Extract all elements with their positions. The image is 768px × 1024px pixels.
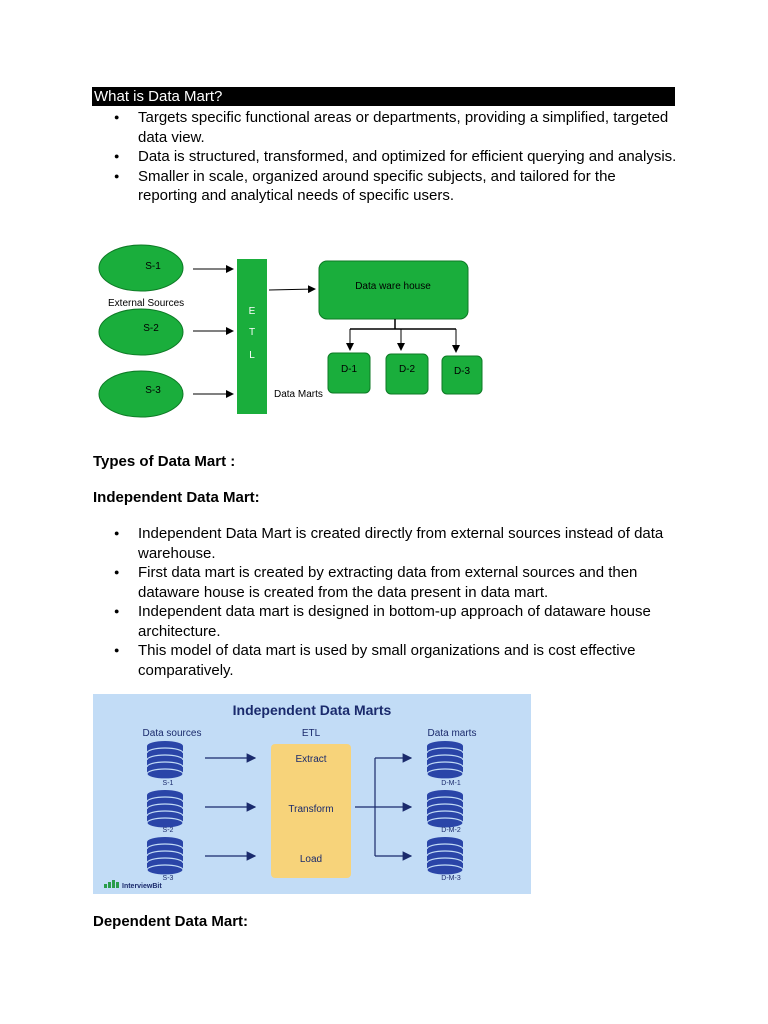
data-mart-label-d3: D-3: [454, 366, 471, 377]
independent-bullet-list: Independent Data Mart is created directl…: [92, 524, 678, 680]
data-mart-label-d1: D-1: [341, 364, 358, 375]
database-icon: [146, 740, 184, 780]
data-mart-box-d3: [441, 355, 483, 395]
database-icon: [146, 836, 184, 876]
brand-logo-text: InterviewBit: [122, 883, 162, 890]
list-item: Targets specific functional areas or dep…: [92, 108, 678, 147]
list-item: This model of data mart is used by small…: [92, 641, 678, 680]
etl-letter-e: E: [249, 306, 256, 317]
data-mart-architecture-diagram: S-1 External Sources S-2 S-3 E T L Data …: [98, 244, 483, 418]
data-warehouse-label: Data ware house: [355, 281, 431, 292]
data-warehouse-box: [318, 260, 469, 320]
source-label-s3: S-3: [163, 875, 174, 882]
list-item: Independent data mart is designed in bot…: [92, 602, 678, 641]
diagram-title: Independent Data Marts: [233, 702, 392, 718]
etl-box: [271, 744, 351, 878]
list-item: Data is structured, transformed, and opt…: [92, 147, 678, 167]
data-marts-label: Data Marts: [274, 389, 323, 400]
etl-step-load: Load: [300, 854, 322, 865]
data-sources-header: Data sources: [143, 728, 202, 739]
etl-step-transform: Transform: [288, 804, 333, 815]
data-mart-label-d2: D-2: [399, 364, 416, 375]
source-label-s2: S-2: [143, 323, 159, 334]
intro-bullet-list: Targets specific functional areas or dep…: [92, 108, 678, 206]
list-item: First data mart is created by extracting…: [92, 563, 678, 602]
types-of-data-mart-title: Types of Data Mart :: [93, 453, 236, 470]
source-label-s3: S-3: [145, 385, 161, 396]
database-icon: [426, 836, 464, 876]
source-node-s1: [98, 244, 184, 292]
independent-data-mart-title: Independent Data Mart:: [93, 489, 260, 506]
source-node-s2: [98, 308, 184, 356]
section-heading-what-is-data-mart: What is Data Mart?: [92, 87, 675, 106]
list-item: Independent Data Mart is created directl…: [92, 524, 678, 563]
source-label-s1: S-1: [163, 780, 174, 787]
etl-letter-l: L: [249, 350, 255, 361]
mart-label-dm2: D-M-2: [441, 827, 461, 834]
etl-step-extract: Extract: [295, 754, 326, 765]
database-icon: [146, 789, 184, 829]
data-mart-box-d2: [385, 353, 429, 395]
mart-label-dm3: D-M-3: [441, 875, 461, 882]
interviewbit-logo-icon: [104, 880, 119, 888]
data-marts-header: Data marts: [428, 728, 477, 739]
database-icon: [426, 789, 464, 829]
source-node-s3: [98, 370, 184, 418]
etl-header: ETL: [302, 728, 321, 739]
etl-letter-t: T: [249, 327, 255, 338]
database-icon: [426, 740, 464, 780]
external-sources-label: External Sources: [108, 298, 184, 309]
mart-label-dm1: D-M-1: [441, 780, 461, 787]
data-mart-box-d1: [327, 352, 371, 394]
source-label-s2: S-2: [163, 827, 174, 834]
source-label-s1: S-1: [145, 261, 161, 272]
dependent-data-mart-title: Dependent Data Mart:: [93, 913, 249, 930]
independent-data-marts-diagram: Independent Data Marts Data sources ETL …: [93, 694, 531, 894]
etl-bar: [237, 259, 267, 414]
list-item: Smaller in scale, organized around speci…: [92, 167, 678, 206]
